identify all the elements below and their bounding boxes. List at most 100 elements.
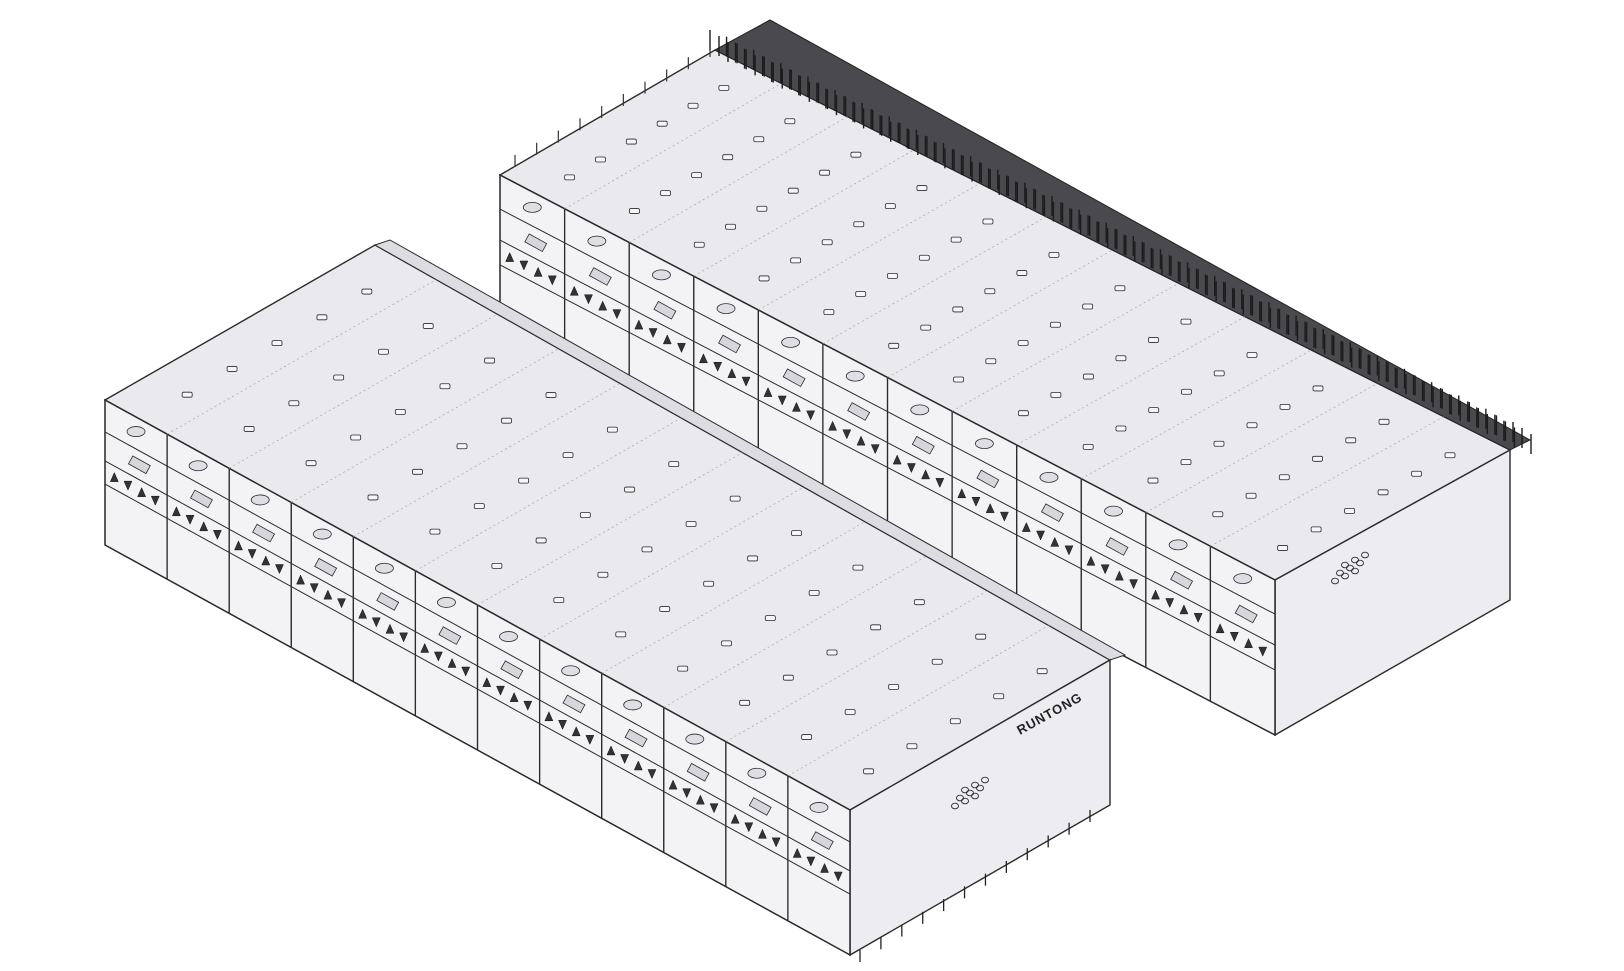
port-divider [228,528,292,564]
top-slot [660,190,671,196]
top-slot [913,599,925,606]
latch-tab [126,426,146,437]
latch-tab [809,802,829,813]
spring-finger [127,455,151,475]
vent-hole [1341,572,1349,580]
port-divider [1081,568,1147,603]
top-slot [1411,470,1422,477]
port-divider [228,499,292,535]
triangle-indicator [261,555,271,566]
latch-tab [716,303,736,315]
top-slot [422,323,434,329]
top-slot [821,239,833,246]
top-slot [693,241,705,248]
top-slot [850,151,862,158]
top-slot [920,324,932,331]
dashed-guide [693,149,914,277]
top-slot [545,392,557,398]
spring-finger [314,557,338,577]
port-divider [628,276,694,311]
top-slot [1312,455,1323,462]
triangle-indicator [820,862,829,873]
dashed-guide [1016,316,1246,446]
triangle-indicator [1151,589,1160,600]
port-divider [353,620,416,656]
triangle-indicator [709,803,719,814]
top-slot [844,709,856,715]
port-divider [415,654,478,690]
latch-tab [1168,539,1188,551]
port-divider [228,551,292,588]
top-slot [1181,388,1192,395]
spring-finger [1040,503,1064,523]
spring-finger [653,300,677,320]
triangle-indicator [1100,564,1110,575]
triangle-indicator [496,685,505,696]
top-slot [782,674,794,681]
port-divider [539,670,602,706]
top-slot [887,272,898,279]
port-divider [1081,543,1147,579]
triangle-indicator [323,589,333,600]
triangle-indicator [741,376,751,387]
top-slot [826,649,838,656]
top-slot [703,580,715,587]
top-slot [1345,437,1357,444]
triangle-indicator [533,266,543,277]
top-slot [562,452,574,459]
top-slot [181,391,193,398]
triangle-indicator [509,692,519,702]
triangle-indicator [547,275,557,286]
triangle-indicator [833,871,843,882]
latch-tab [1104,505,1123,517]
top-slot [624,486,635,493]
top-slot [853,221,865,228]
port-divider [887,466,953,502]
top-slot [952,306,964,313]
top-slot [535,537,547,544]
port-divider [1145,601,1211,637]
triangle-indicator [1000,511,1009,522]
top-slot [1444,452,1456,459]
spring-finger [847,402,871,421]
triangle-indicator [763,386,773,397]
port-divider [1210,610,1276,646]
top-slot [1344,507,1355,514]
top-slot [333,374,345,381]
top-slot [764,615,776,622]
triangle-indicator [806,410,816,421]
top-slot [226,366,238,372]
top-slot [918,254,930,261]
top-slot [1279,403,1291,410]
top-slot [659,606,671,612]
port-divider [628,307,694,342]
triangle-indicator [234,540,243,551]
triangle-indicator [758,828,767,839]
port-divider [539,722,602,758]
port-divider [1145,546,1211,581]
triangle-indicator [185,515,195,525]
dashed-guide [629,116,848,243]
port-divider [758,399,824,435]
dashed-guide [787,625,1049,777]
port-divider [601,704,664,740]
top-slot [984,288,996,295]
port-divider [693,340,759,376]
triangle-indicator [935,478,945,488]
port-divider [291,562,354,599]
dashed-guide [166,279,437,435]
port-divider [758,374,824,410]
top-slot [378,348,389,355]
triangle-indicator [1179,604,1189,615]
top-slot [718,84,730,91]
triangle-indicator [662,334,672,345]
triangle-indicator [806,856,816,867]
latch-tab [845,370,865,382]
triangle-indicator [606,745,616,756]
triangle-indicator [275,564,284,575]
triangle-indicator [771,837,781,848]
port-divider [822,433,888,468]
top-slot [1017,410,1029,417]
port-divider [166,494,230,530]
top-slot [790,257,802,264]
